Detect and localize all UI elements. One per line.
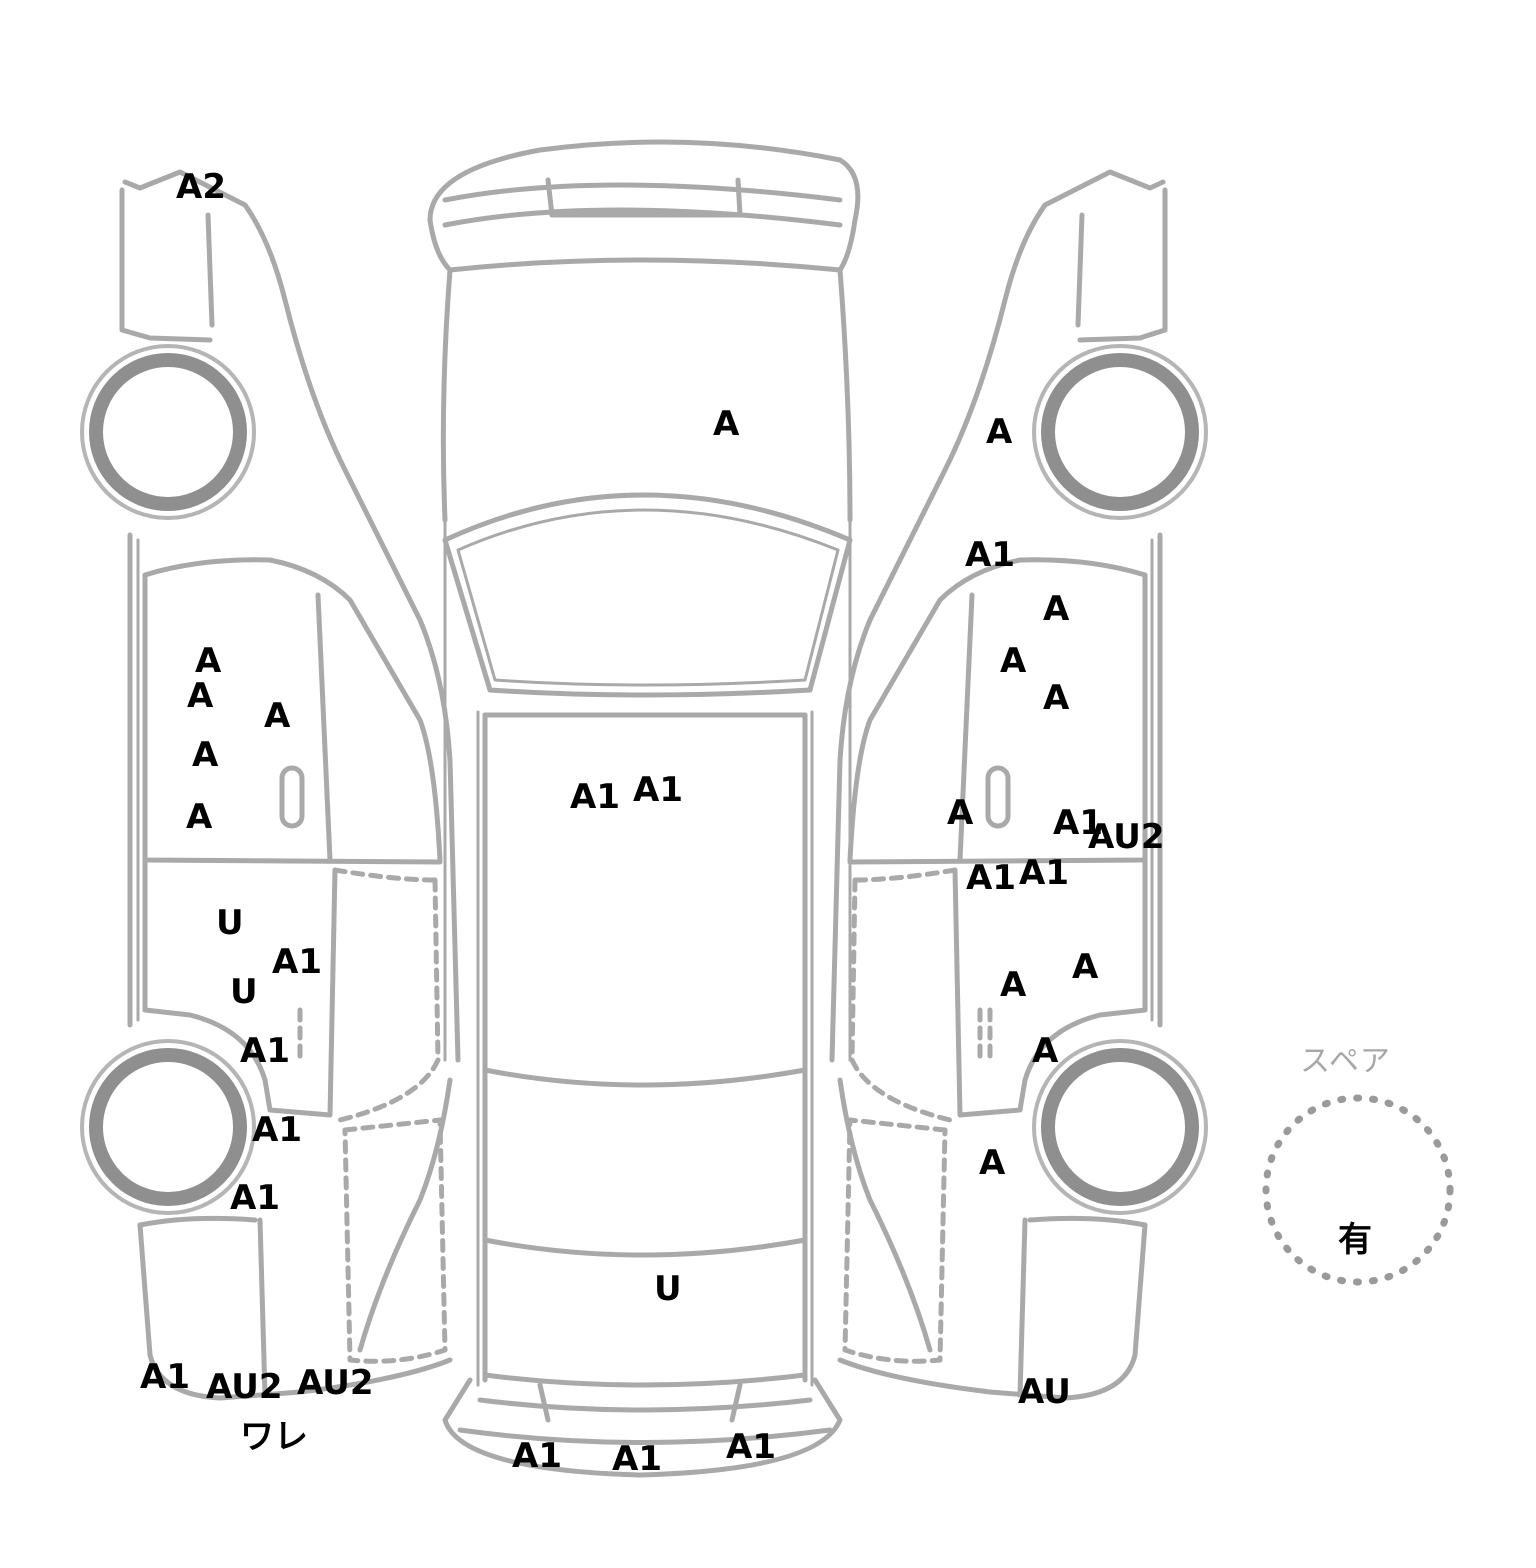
mark-right-rear-door-2: A (1000, 965, 1027, 1005)
mark-right-front-door-3: A (1043, 678, 1070, 718)
spare-tire-circle (1262, 1094, 1454, 1286)
mark-left-rear-bumper-1: A1 (140, 1357, 190, 1397)
mark-top-roof-2: A1 (633, 770, 683, 810)
mark-left-rear-bumper-3: AU2 (297, 1363, 374, 1403)
mark-right-front-door-1: A (1043, 589, 1070, 629)
mark-right-a-pillar: A1 (965, 535, 1015, 575)
mark-right-rocker-1: A1 (966, 858, 1016, 898)
mark-top-rear-bumper-1: A1 (512, 1436, 562, 1476)
mark-left-rear-door-2: A1 (272, 942, 322, 982)
mark-right-rear-door-3: A (1032, 1031, 1059, 1071)
mark-left-rear-door-1: U (216, 903, 244, 943)
mark-top-rear-bumper-2: A1 (612, 1439, 662, 1479)
mark-right-rocker-2: A1 (1019, 853, 1069, 893)
mark-left-front-door-1: A (195, 641, 222, 681)
top-view (427, 139, 861, 1478)
mark-right-front-fender: A (986, 412, 1013, 452)
mark-left-front-door-4: A (192, 735, 219, 775)
mark-right-front-door-2: A (1000, 641, 1027, 681)
mark-left-rear-quarter-3: A1 (230, 1178, 280, 1218)
mark-left-rear-bumper-4: ワレ (240, 1417, 308, 1457)
mark-left-front-door-3: A (264, 696, 291, 736)
mark-left-front-fender: A2 (176, 167, 226, 207)
mark-top-hood: A (713, 404, 740, 444)
left-side-view (80, 169, 461, 1401)
mark-right-rear-bumper: AU (1018, 1372, 1071, 1412)
spare-tire-value: 有 (1338, 1220, 1372, 1260)
mark-left-rear-quarter-2: A1 (252, 1110, 302, 1150)
mark-top-rear-bumper-3: A1 (726, 1427, 776, 1467)
mark-left-rear-door-3: U (230, 972, 258, 1012)
mark-right-rear-quarter: A (979, 1143, 1006, 1183)
mark-right-front-door-4: A (947, 793, 974, 833)
spare-tire-label: スペア (1300, 1044, 1391, 1079)
mark-right-front-door-5: A1 (1053, 803, 1103, 843)
mark-right-rear-door-1: A (1072, 947, 1099, 987)
mark-top-roof-1: A1 (570, 777, 620, 817)
mark-left-front-door-5: A (186, 797, 213, 837)
right-side-view (829, 169, 1208, 1401)
mark-top-trunk: U (654, 1269, 682, 1309)
mark-left-rear-bumper-2: AU2 (206, 1367, 283, 1407)
mark-right-front-door-6: AU2 (1088, 817, 1165, 857)
mark-left-front-door-2: A (187, 676, 214, 716)
mark-left-rear-quarter-1: A1 (240, 1031, 290, 1071)
